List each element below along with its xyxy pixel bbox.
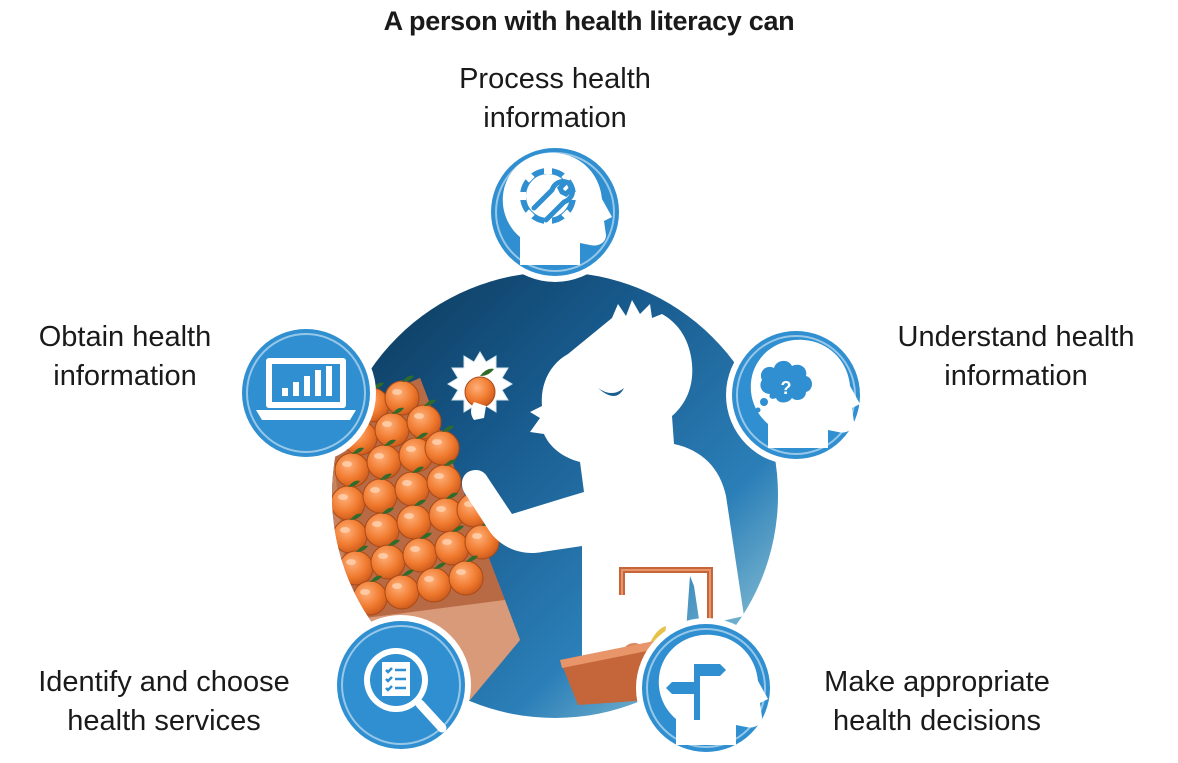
obtain-label-line2: information [53,360,197,392]
understand-label-line1: Understand health [897,321,1135,353]
identify-label-line1: Identify and choose [38,666,290,698]
understand-label: Understand health information [866,318,1166,396]
decide-label-line2: health decisions [833,705,1041,737]
laptop-bar-chart-icon [256,358,356,420]
person-silhouette [461,300,744,686]
process-label: Process health information [430,60,680,138]
process-node [485,142,625,282]
decide-label-line1: Make appropriate [824,666,1050,698]
understand-node: ? [726,325,866,465]
decide-node [636,618,776,758]
obtain-label: Obtain health information [10,318,240,396]
held-apple-icon [447,351,513,420]
process-label-line1: Process health [459,63,651,95]
obtain-node [236,323,376,463]
understand-label-line2: information [944,360,1088,392]
head-with-question-thought-icon: ? [750,339,860,448]
obtain-label-line1: Obtain health [38,321,212,353]
identify-label: Identify and choose health services [4,663,324,741]
magnifier-checklist-icon [364,648,447,733]
svg-text:?: ? [781,378,792,398]
identify-label-line2: health services [67,705,261,737]
identify-node [331,615,471,755]
head-with-signpost-icon [658,634,768,745]
head-with-gear-wrench-icon [502,152,612,265]
decide-label: Make appropriate health decisions [792,663,1082,741]
diagram-title: A person with health literacy can [383,6,795,36]
process-label-line2: information [483,102,627,134]
